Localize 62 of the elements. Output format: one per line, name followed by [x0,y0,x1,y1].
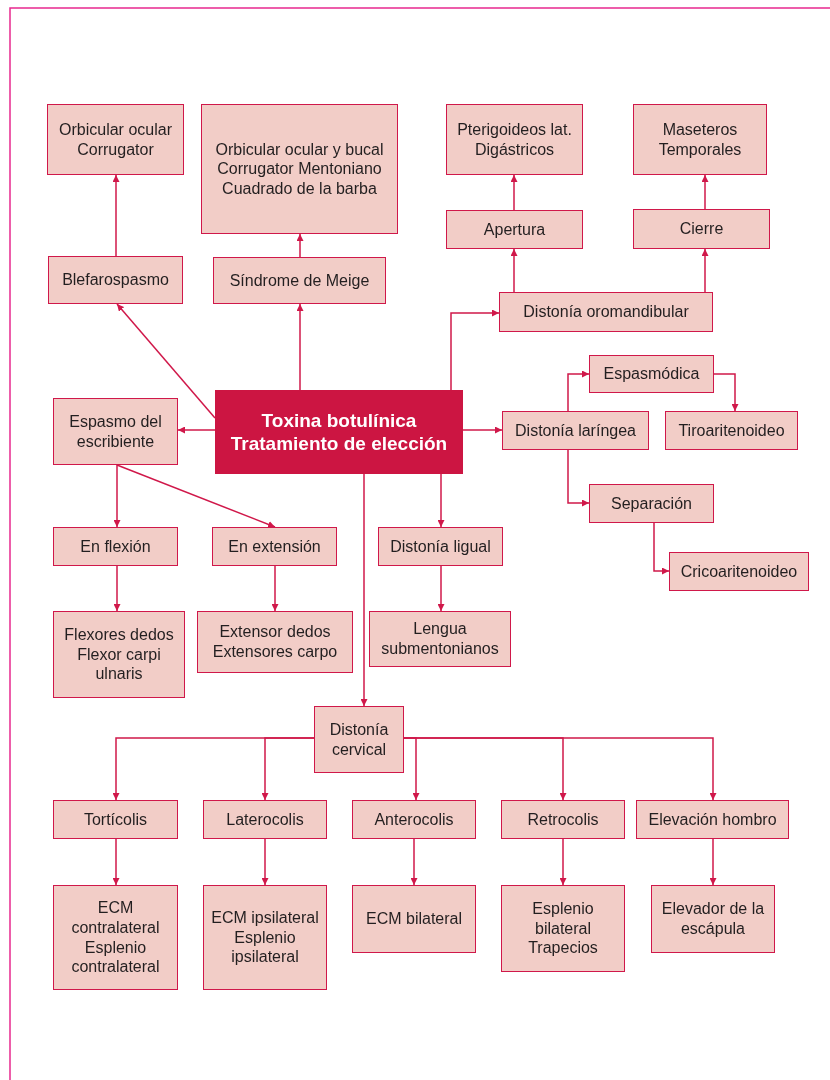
arrow [113,464,121,528]
arrow [410,838,418,886]
arrow [296,233,304,258]
process-box: Elevador de la escápula [651,885,775,953]
process-box: Anterocolis [352,800,476,839]
arrow [510,248,518,293]
arrow [261,737,315,801]
process-box: ECM bilateral [352,885,476,953]
process-box: Lengua submentonianos [369,611,511,667]
arrow [112,838,120,886]
arrow [296,303,304,391]
process-box: Distonía cervical [314,706,404,773]
arrow [559,838,567,886]
process-box: Cierre [633,209,770,249]
arrow [271,565,279,612]
process-box: Cricoaritenoideo [669,552,809,591]
process-box: Distonía laríngea [502,411,649,450]
process-box: Separación [589,484,714,523]
process-box: Orbicular ocular Corrugator [47,104,184,175]
process-box: Elevación hombro [636,800,789,839]
process-box: Blefarospasmo [48,256,183,304]
central-box: Toxina botulínica Tratamiento de elección [215,390,463,474]
process-box: ECM ipsilateral Esplenio ipsilateral [203,885,327,990]
process-box: Distonía ligual [378,527,503,566]
arrow [567,370,590,412]
process-box: Apertura [446,210,583,249]
process-box: Espasmo del escribiente [53,398,178,465]
process-box: En extensión [212,527,337,566]
arrow [112,174,120,257]
arrow [567,449,590,507]
process-box: Síndrome de Meige [213,257,386,304]
arrow [437,473,445,528]
process-box: Laterocolis [203,800,327,839]
process-box: Orbicular ocular y bucal Corrugator Mentoniano Cuadrado de la barba [201,104,398,234]
process-box: Espasmódica [589,355,714,393]
arrow [709,838,717,886]
process-box: ECM contralateral Esplenio contralateral [53,885,178,990]
process-box: Esplenio bilateral Trapecios [501,885,625,972]
process-box: Pterigoideos lat. Digástricos [446,104,583,175]
process-box: Maseteros Temporales [633,104,767,175]
arrow [450,309,500,391]
arrow [116,303,216,419]
process-box: Flexores dedos Flexor carpi ulnaris [53,611,185,698]
arrow [261,838,269,886]
arrow [462,426,503,434]
process-box: Distonía oromandibular [499,292,713,332]
arrow [701,248,709,293]
arrow [403,737,717,801]
process-box: Extensor dedos Extensores carpo [197,611,353,673]
arrow [116,464,276,528]
arrow [510,174,518,211]
arrow [437,565,445,612]
arrow [653,522,670,575]
arrow [713,373,739,412]
process-box: Retrocolis [501,800,625,839]
arrow [177,426,216,434]
arrow [701,174,709,210]
process-box: En flexión [53,527,178,566]
process-box: Tortícolis [53,800,178,839]
process-box: Tiroaritenoideo [665,411,798,450]
arrow [113,565,121,612]
arrow [360,473,368,707]
